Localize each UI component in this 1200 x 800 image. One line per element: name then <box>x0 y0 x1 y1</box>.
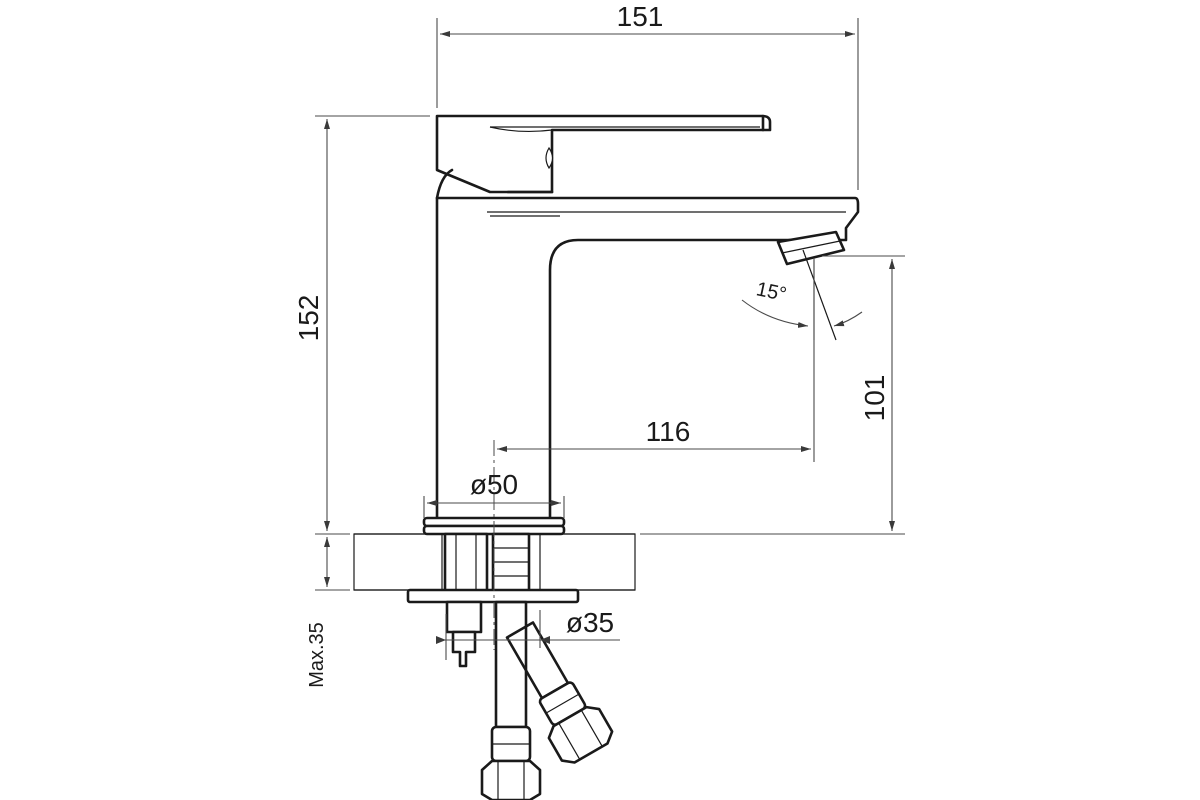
mounting-stud <box>443 532 489 596</box>
dimension-total-height: 152 <box>293 115 430 535</box>
dimension-label-116: 116 <box>646 416 691 447</box>
hose-angled-nut-face-1 <box>558 722 581 760</box>
faucet-body <box>435 196 860 520</box>
mounting-plate <box>406 588 580 604</box>
dimension-spout-height: 101 <box>640 255 905 535</box>
hose-straight-nut <box>480 759 542 800</box>
dimension-label-max35: Max.35 <box>306 622 328 688</box>
angle-arc-left <box>741 299 809 328</box>
angle-arc-right <box>833 311 863 327</box>
dimension-mount-diameter: ø35 <box>436 607 620 660</box>
countertop-left-section <box>353 533 443 591</box>
arrow-head <box>436 636 446 644</box>
hose-angled-ferrule-ring <box>545 693 580 714</box>
hose-angled-nut-face-2 <box>580 709 603 747</box>
arrow-head <box>540 636 550 644</box>
mounting-nut <box>445 600 483 634</box>
dimension-base-diameter: ø50 <box>423 469 565 518</box>
dimension-label-152: 152 <box>293 295 324 342</box>
aerator-axis <box>802 249 837 341</box>
aerator <box>776 230 846 341</box>
lever-handle <box>435 114 772 200</box>
hose-angled-nut <box>547 705 614 764</box>
mounting-hardware <box>406 532 580 668</box>
center-hose-upper <box>491 532 531 596</box>
aerator-body <box>776 230 846 266</box>
faucet-outline <box>435 196 860 520</box>
lever-screw-icon <box>545 146 554 170</box>
dimension-aerator-angle: 15° <box>741 258 863 340</box>
countertop-right-section <box>539 533 636 591</box>
hose-angled <box>505 621 614 764</box>
dimension-label-d50: ø50 <box>470 469 518 500</box>
dimension-label-15deg: 15° <box>754 278 788 306</box>
mounting-rod <box>451 630 477 668</box>
dimension-total-width: 151 <box>436 1 859 190</box>
dimension-label-101: 101 <box>859 375 890 422</box>
dimension-max-thickness: Max.35 <box>306 537 350 688</box>
aerator-inner-line <box>781 240 841 254</box>
lever-bevel <box>489 126 553 133</box>
lever-collar <box>435 168 454 200</box>
dimension-label-151: 151 <box>617 1 664 32</box>
hose-angled-mesh <box>505 621 570 700</box>
dimension-label-d35: ø35 <box>566 607 614 638</box>
flexible-hoses <box>480 600 614 800</box>
